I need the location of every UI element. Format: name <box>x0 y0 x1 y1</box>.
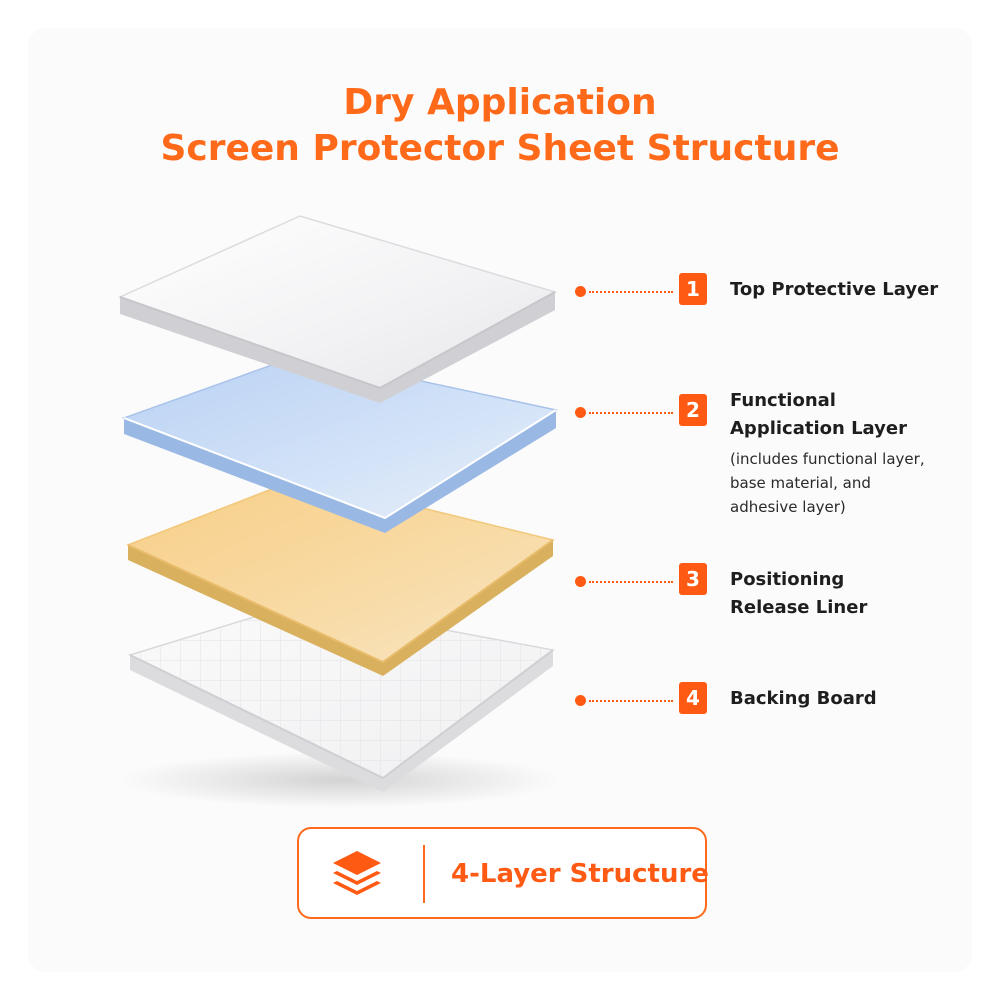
top-protective-sheet <box>117 215 557 403</box>
layer-title: Release Liner <box>730 597 868 618</box>
diagram-title: Dry Application Screen Protector Sheet S… <box>0 80 1000 172</box>
leader-line <box>589 581 673 583</box>
pointer-dot <box>575 695 586 706</box>
layer-number-badge: 4 <box>679 682 707 714</box>
pointer-dot <box>575 576 586 587</box>
layer-note: (includes functional layer, base materia… <box>730 450 925 516</box>
title-line-2: Screen Protector Sheet Structure <box>160 128 840 169</box>
layer-number-badge: 2 <box>679 394 707 426</box>
stacked-layers-icon <box>333 851 381 895</box>
layer-count-badge: 4-Layer Structure <box>297 827 709 919</box>
layer-title: Backing Board <box>730 688 877 709</box>
layer-title: Functional <box>730 390 836 411</box>
leader-line <box>589 291 673 293</box>
background-panel <box>28 28 972 972</box>
ground-shadow <box>120 752 560 808</box>
layer-number-badge: 1 <box>679 273 707 305</box>
title-line-1: Dry Application <box>343 82 657 123</box>
layer-title: Positioning <box>730 569 845 590</box>
leader-line <box>589 412 673 414</box>
badge-label: 4-Layer Structure <box>451 859 709 889</box>
leader-line <box>589 700 673 702</box>
badge-divider <box>423 845 425 903</box>
layer-title: Top Protective Layer <box>730 279 939 300</box>
pointer-dot <box>575 286 586 297</box>
layer-number-badge: 3 <box>679 563 707 595</box>
pointer-dot <box>575 407 586 418</box>
backing-board-sheet <box>127 602 555 792</box>
functional-layer-sheet <box>121 354 558 533</box>
release-liner-sheet <box>126 477 555 676</box>
layer-title: Application Layer <box>730 418 907 439</box>
